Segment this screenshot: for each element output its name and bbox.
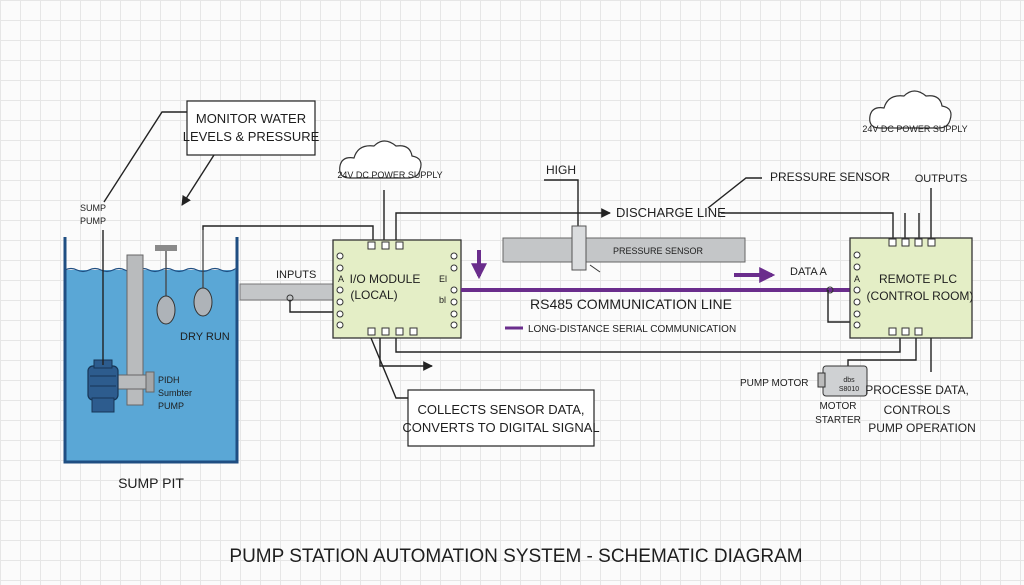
io-left-terminals: [336, 252, 344, 329]
io-pin-a: A: [338, 274, 344, 284]
monitor-callout-box: [186, 100, 316, 156]
data-a-label: DATA A: [790, 266, 828, 278]
pump-label-line1: PIDH: [158, 375, 180, 385]
plc-top-pins: [888, 238, 936, 247]
float-switch-2: [193, 287, 213, 317]
process-line1: PROCESSE DATA,: [865, 383, 969, 397]
sump-pit: [63, 237, 239, 464]
motor-starter-line1: MOTOR: [819, 401, 856, 412]
io-pin-e: El: [439, 274, 447, 284]
motor-starter: dbs S8010: [817, 365, 868, 397]
remote-plc: A REMOTE PLC (CONTROL ROOM): [849, 237, 974, 339]
monitor-callout-line1: MONITOR WATER: [196, 111, 306, 126]
process-line2: CONTROLS: [884, 403, 951, 417]
rs485-label: RS485 COMMUNICATION LINE: [530, 296, 732, 312]
sump-pit-label: SUMP PIT: [118, 475, 184, 491]
pump-motor-body: [87, 365, 119, 401]
pressure-sensor-top-label: PRESSURE SENSOR: [770, 170, 890, 184]
pressure-sensor-pipe-label: PRESSURE SENSOR: [613, 246, 704, 256]
motor-starter-line2: STARTER: [815, 415, 861, 426]
monitor-callout-line2: LEVELS & PRESSURE: [183, 129, 320, 144]
plc-left-terminals: [853, 251, 861, 329]
discharge-line-label: DISCHARGE LINE: [616, 205, 726, 220]
cloud-icon-remote: [869, 90, 952, 129]
power-supply-local: 24V DC POWER SUPPLY: [337, 170, 442, 180]
legend-label: LONG-DISTANCE SERIAL COMMUNICATION: [528, 324, 736, 335]
tank-walls: [63, 237, 239, 464]
sump-pump: [87, 254, 155, 413]
plc-pin-a: A: [854, 274, 860, 284]
pressure-sensor-body: [571, 225, 587, 271]
water-surface: [64, 267, 239, 273]
sump-pump-label-line2: PUMP: [80, 216, 106, 226]
plc-subtitle: (CONTROL ROOM): [867, 289, 974, 303]
sump-pump-label-line1: SUMP: [80, 203, 106, 213]
io-right-terminals: [450, 252, 458, 329]
discharge-pipe: [502, 237, 746, 263]
io-pin-b: bl: [439, 295, 446, 305]
pump-label-line2: Sumbter: [158, 388, 192, 398]
inputs-label: INPUTS: [276, 269, 316, 281]
diagram-title: PUMP STATION AUTOMATION SYSTEM - SCHEMAT…: [229, 546, 802, 567]
collects-callout-line2: CONVERTS TO DIGITAL SIGNAL: [402, 420, 599, 435]
cloud-icon-local: [339, 140, 422, 179]
float-switch-1: [156, 295, 176, 325]
float-switches: [155, 230, 213, 325]
starter-mark1: dbs: [843, 377, 855, 384]
power-supply-remote: 24V DC POWER SUPPLY: [862, 124, 967, 134]
high-label: HIGH: [546, 163, 576, 177]
collects-callout-line1: COLLECTS SENSOR DATA,: [417, 402, 584, 417]
io-module: A El bl I/O MODULE (LOCAL): [332, 239, 462, 339]
dry-run-label: DRY RUN: [180, 331, 230, 343]
outputs-label: OUTPUTS: [915, 173, 968, 185]
collects-callout-box: [407, 389, 595, 447]
io-top-pins: [367, 241, 404, 250]
io-module-title: I/O MODULE: [350, 272, 421, 286]
process-line3: PUMP OPERATION: [868, 421, 976, 435]
pump-label-line3: PUMP: [158, 401, 184, 411]
starter-mark2: S8010: [839, 386, 859, 393]
plc-bottom-pins: [888, 327, 923, 336]
io-bottom-pins: [367, 327, 418, 336]
io-module-subtitle: (LOCAL): [350, 288, 397, 302]
plc-title: REMOTE PLC: [879, 272, 957, 286]
pump-motor-label: PUMP MOTOR: [740, 378, 809, 389]
